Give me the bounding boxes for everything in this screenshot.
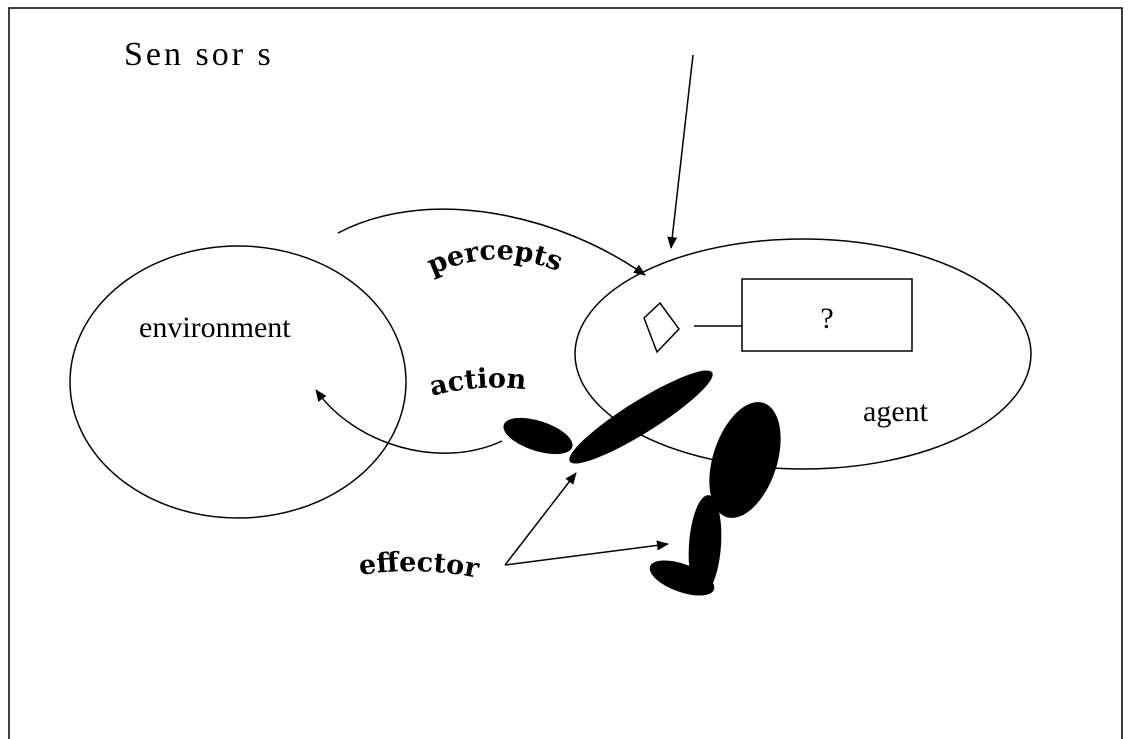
question-mark: ? <box>820 302 833 335</box>
diagram-title: Sen sor s <box>124 36 274 73</box>
effector-arm-upper <box>569 370 713 464</box>
effectors-arrow-to-leg <box>504 540 669 566</box>
sensors-arrow <box>667 54 694 249</box>
action-label: action <box>426 363 527 402</box>
effector-arm-hand <box>503 417 573 455</box>
agent-label: agent <box>863 395 929 428</box>
environment-circle <box>69 245 407 519</box>
effector-leg-upper <box>709 402 781 518</box>
sensor-shape <box>643 301 680 354</box>
percepts-label: percepts <box>423 235 567 281</box>
effectors-label: effectors <box>0 0 482 585</box>
page-frame <box>8 7 1123 739</box>
agent-ellipse <box>574 238 1032 470</box>
percepts-arrow <box>337 208 646 276</box>
effector-leg-foot <box>649 560 715 596</box>
action-arrow <box>315 389 503 454</box>
environment-label: environment <box>139 311 291 344</box>
effectors-arrow-to-arm <box>504 472 577 566</box>
question-box <box>741 278 913 352</box>
